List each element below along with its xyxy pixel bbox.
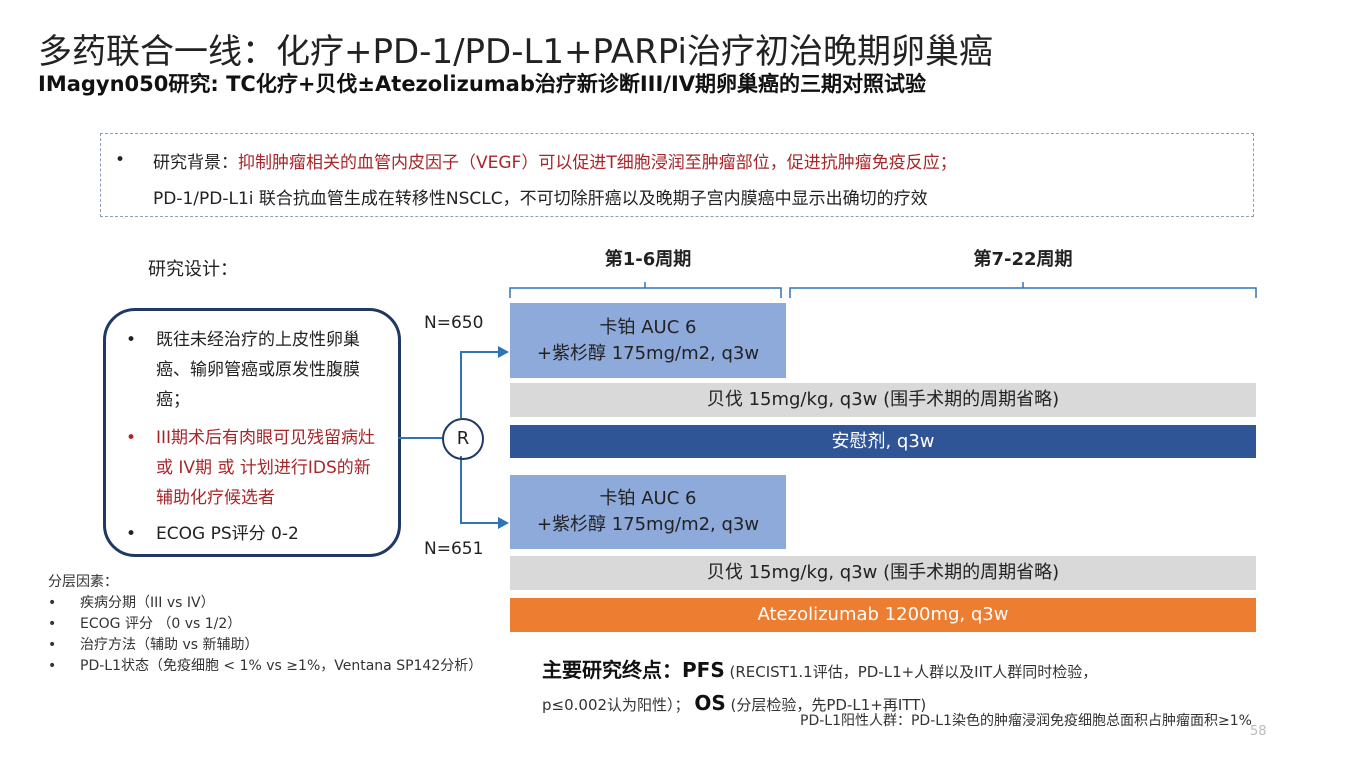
criterion-text: 既往未经治疗的上皮性卵巢癌、输卵管癌或原发性腹膜癌；: [156, 330, 360, 410]
connector: [398, 437, 442, 439]
criterion-text: ECOG PS评分 0-2: [156, 524, 299, 544]
stratification-factors: 分层因素： •疾病分期（III vs IV） •ECOG 评分 （0 vs 1/…: [48, 572, 482, 677]
arrow-arm-1: [460, 351, 500, 353]
phase-2-label: 第7-22周期: [973, 249, 1073, 270]
chemo-line-1: 卡铂 AUC 6: [599, 488, 697, 509]
strat-text: PD-L1状态（免疫细胞 < 1% vs ≥1%，Ventana SP142分析…: [80, 658, 483, 674]
chemo-line-2: +紫杉醇 175mg/m2, q3w: [536, 514, 760, 535]
arm-2-atezo: Atezolizumab 1200mg, q3w: [510, 598, 1256, 632]
arm-2-bev: 贝伐 15mg/kg, q3w (围手术期的周期省略): [510, 556, 1256, 590]
endpoint-pfs: PFS: [682, 658, 725, 682]
pfs-detail-2: p≤0.002认为阳性）；: [542, 696, 690, 714]
arm-1-chemo: 卡铂 AUC 6 +紫杉醇 175mg/m2, q3w: [510, 303, 786, 378]
background-label: 研究背景：: [153, 153, 238, 173]
bullet: •: [115, 150, 126, 170]
arm-1-n: N=650: [424, 313, 484, 333]
arm-2-n: N=651: [424, 539, 484, 559]
background-box: • 研究背景：抑制肿瘤相关的血管内皮因子（VEGF）可以促进T细胞浸润至肿瘤部位…: [100, 133, 1254, 217]
design-label: 研究设计：: [148, 259, 238, 280]
inclusion-criteria-box: •既往未经治疗的上皮性卵巢癌、输卵管癌或原发性腹膜癌； •III期术后有肉眼可见…: [103, 308, 401, 557]
strat-text: ECOG 评分 （0 vs 1/2）: [80, 616, 242, 632]
arm-1-placebo: 安慰剂, q3w: [510, 425, 1256, 458]
background-line-2: PD-1/PD-L1i 联合抗血管生成在转移性NSCLC，不可切除肝癌以及晚期子…: [153, 189, 928, 209]
endpoint-os: OS: [694, 691, 726, 715]
strat-item: •治疗方法（辅助 vs 新辅助）: [48, 637, 259, 653]
strat-item: •PD-L1状态（免疫细胞 < 1% vs ≥1%，Ventana SP142分…: [48, 658, 483, 674]
arrow-head-icon: [498, 346, 509, 358]
strat-item: •ECOG 评分 （0 vs 1/2）: [48, 616, 242, 632]
phase-1-label: 第1-6周期: [604, 249, 692, 270]
endpoint-label: 主要研究终点：: [542, 658, 682, 682]
criterion: •ECOG PS评分 0-2: [126, 524, 299, 544]
criterion: •III期术后有肉眼可见残留病灶 或 IV期 或 计划进行IDS的新辅助化疗候选…: [126, 428, 376, 508]
criterion-text: III期术后有肉眼可见残留病灶 或 IV期 或 计划进行IDS的新辅助化疗候选者: [156, 428, 376, 508]
randomization-circle: R: [442, 418, 484, 460]
strat-text: 治疗方法（辅助 vs 新辅助）: [80, 637, 259, 653]
background-line-1: 研究背景：抑制肿瘤相关的血管内皮因子（VEGF）可以促进T细胞浸润至肿瘤部位，促…: [153, 148, 957, 173]
chemo-line-1: 卡铂 AUC 6: [599, 316, 697, 338]
background-red-text: 抑制肿瘤相关的血管内皮因子（VEGF）可以促进T细胞浸润至肿瘤部位，促进抗肿瘤免…: [238, 153, 957, 173]
criterion: •既往未经治疗的上皮性卵巢癌、输卵管癌或原发性腹膜癌；: [126, 330, 360, 410]
strat-text: 疾病分期（III vs IV）: [80, 595, 215, 611]
footnote: PD-L1阳性人群：PD-L1染色的肿瘤浸润免疫细胞总面积占肿瘤面积≥1%: [800, 713, 1252, 729]
arrow-arm-2: [460, 522, 500, 524]
strat-label: 分层因素：: [48, 574, 118, 590]
strat-item: •疾病分期（III vs IV）: [48, 595, 215, 611]
pfs-detail: (RECIST1.1评估，PD-L1+人群以及IIT人群同时检验，: [729, 663, 1098, 681]
connector: [460, 352, 462, 418]
primary-endpoint: 主要研究终点：PFS (RECIST1.1评估，PD-L1+人群以及IIT人群同…: [542, 655, 1097, 721]
arm-2-chemo: 卡铂 AUC 6 +紫杉醇 175mg/m2, q3w: [510, 475, 786, 549]
chemo-line-2: +紫杉醇 175mg/m2, q3w: [536, 342, 760, 364]
page-number: 58: [1250, 724, 1267, 739]
os-detail: (分层检验，先PD-L1+再ITT): [730, 696, 927, 714]
arrow-head-icon: [498, 517, 509, 529]
phase-braces: [509, 282, 1257, 298]
slide-title: 多药联合一线：化疗+PD-1/PD-L1+PARPi治疗初治晚期卵巢癌: [38, 32, 993, 72]
arm-1-bev: 贝伐 15mg/kg, q3w (围手术期的周期省略): [510, 383, 1256, 417]
slide-subtitle: IMagyn050研究: TC化疗+贝伐±Atezolizumab治疗新诊断II…: [38, 72, 927, 96]
connector: [460, 456, 462, 523]
